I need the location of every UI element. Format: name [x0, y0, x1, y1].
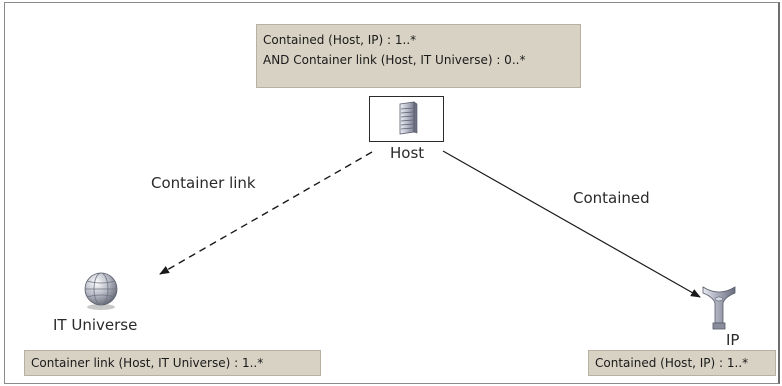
host-node[interactable] — [369, 96, 444, 142]
canvas-frame — [4, 2, 780, 384]
universe-label: IT Universe — [53, 316, 138, 334]
server-icon — [399, 101, 418, 135]
container-link-edge[interactable] — [159, 151, 373, 275]
container-link-label: Container link — [151, 174, 256, 192]
host-condition-line-2: AND Container link (Host, IT Universe) :… — [263, 53, 526, 67]
host-label: Host — [390, 144, 425, 162]
host-condition-line-1: Contained (Host, IP) : 1..* — [263, 33, 417, 47]
ip-condition-text: Contained (Host, IP) : 1..* — [595, 356, 749, 370]
universe-condition-text: Container link (Host, IT Universe) : 1..… — [31, 356, 264, 370]
host-condition-box: Contained (Host, IP) : 1..* AND Containe… — [256, 24, 581, 88]
contained-edge[interactable] — [442, 150, 701, 298]
network-tap-icon[interactable] — [701, 283, 737, 331]
contained-label: Contained — [573, 189, 650, 207]
globe-icon[interactable] — [78, 271, 124, 311]
ip-label: IP — [726, 331, 740, 349]
ip-condition-box: Contained (Host, IP) : 1..* — [588, 350, 776, 376]
universe-condition-box: Container link (Host, IT Universe) : 1..… — [24, 350, 321, 376]
